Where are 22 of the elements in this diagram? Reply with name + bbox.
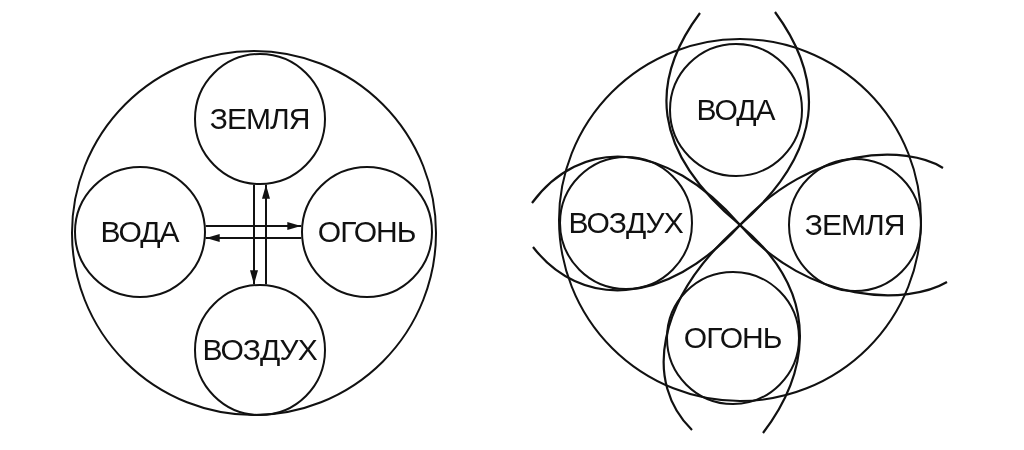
element-label: ЗЕМЛЯ (209, 103, 310, 134)
element-circle (193, 283, 326, 416)
element-label: ВОДА (100, 216, 179, 247)
element-label: ВОЗДУХ (568, 207, 683, 238)
element-label: ЗЕМЛЯ (804, 209, 905, 240)
element-circle (787, 157, 922, 292)
arrow (204, 222, 303, 230)
outer-circle (558, 38, 922, 402)
element-circle (558, 155, 693, 290)
arrow (250, 183, 258, 286)
outer-circle (71, 50, 437, 416)
element-circle (668, 42, 803, 177)
element-label: ВОЗДУХ (202, 334, 317, 365)
arrow (262, 183, 270, 286)
element-circle (193, 52, 326, 185)
arrow (204, 234, 303, 242)
element-circle (300, 165, 433, 298)
element-label: ОГОНЬ (317, 216, 416, 247)
element-label: ОГОНЬ (683, 322, 782, 353)
element-circle (665, 270, 800, 405)
element-label: ВОДА (696, 94, 775, 125)
element-circle (73, 165, 206, 298)
